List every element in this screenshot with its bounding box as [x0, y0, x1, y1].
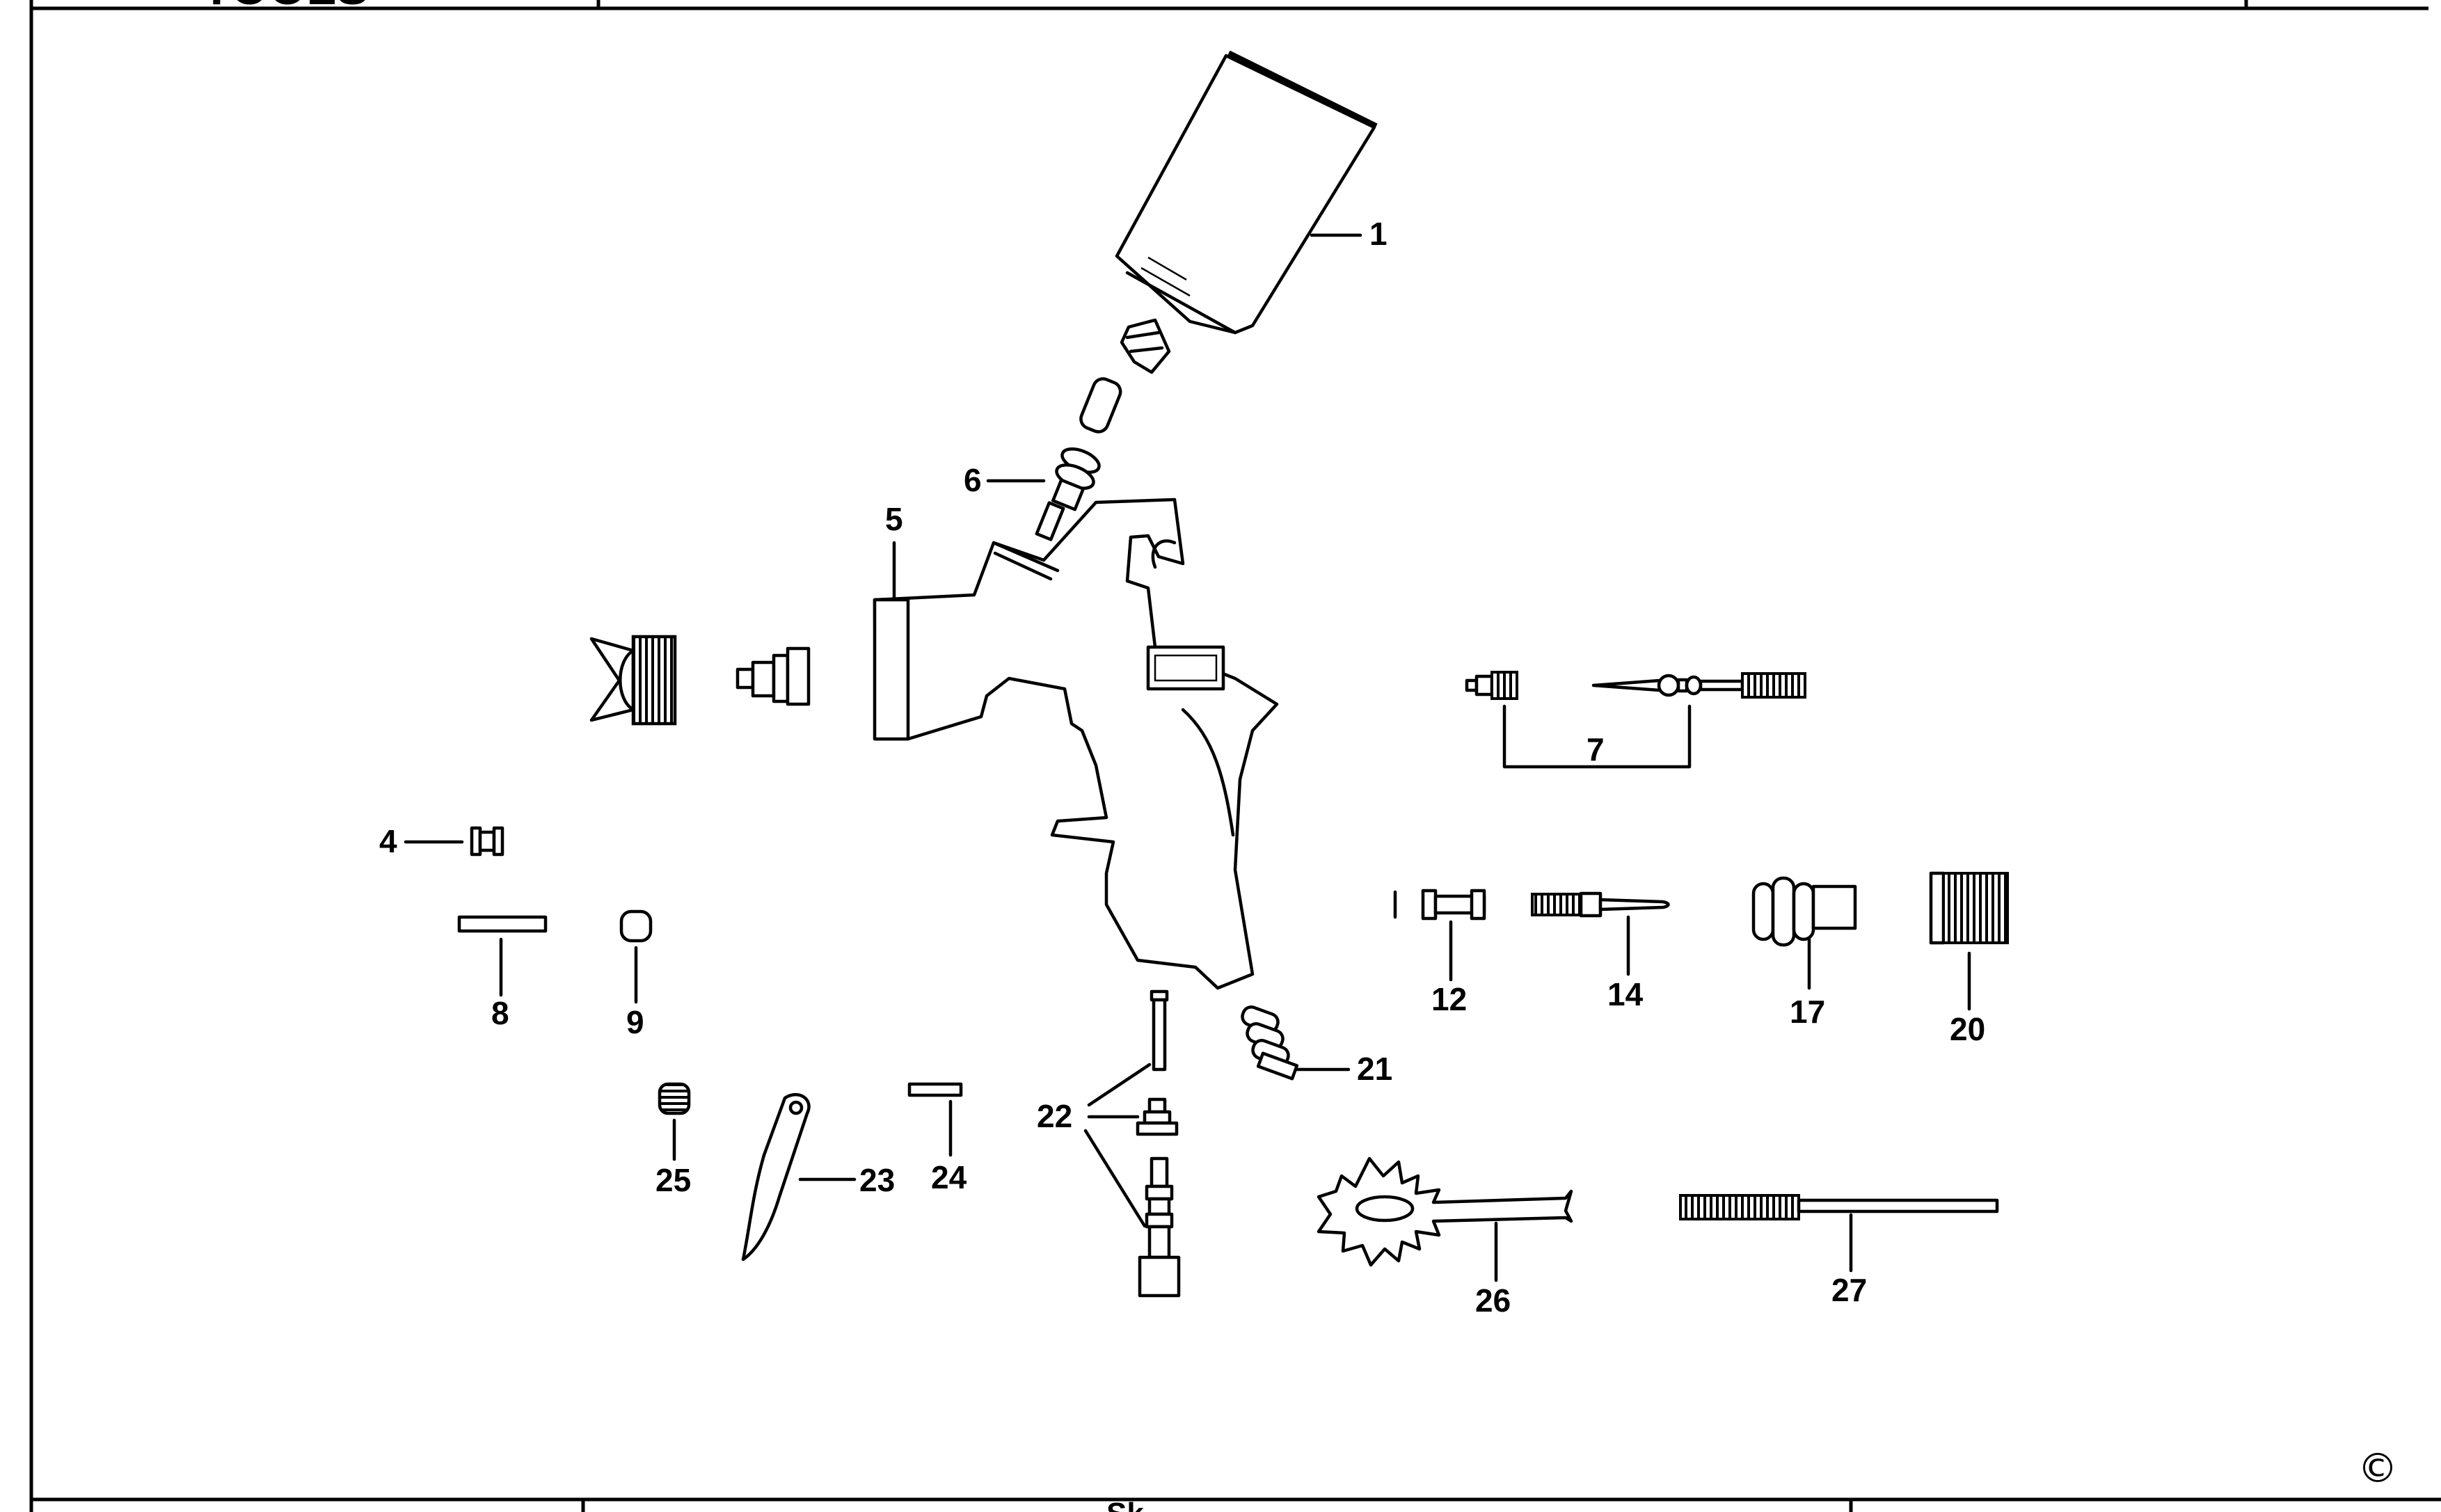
part-26-spanner: [1317, 1156, 1573, 1267]
callout-12: 12: [1431, 981, 1467, 1017]
callout-7: 7: [1587, 731, 1605, 767]
copyright-symbol: ©: [2357, 1445, 2398, 1492]
part-4-spacer: [470, 826, 504, 857]
callout-24: 24: [931, 1159, 967, 1195]
part-7-needle-assembly: [1465, 671, 1806, 700]
part-24-pin: [907, 1082, 963, 1097]
part-22-air-valve-set: [1136, 989, 1181, 1298]
callout-9: 9: [626, 1004, 644, 1040]
callout-4: 4: [379, 823, 397, 859]
callout-8: 8: [491, 995, 509, 1031]
callout-5: 5: [885, 501, 903, 537]
callout-26: 26: [1475, 1282, 1511, 1319]
callout-23: 23: [859, 1162, 895, 1198]
part-1-paint-cup: [1115, 50, 1378, 374]
drawing-frame: [29, 0, 2441, 1512]
callout-27: 27: [1831, 1272, 1867, 1308]
part-25-nut: [658, 1082, 691, 1115]
callout-20: 20: [1950, 1011, 1985, 1047]
part-9-plug: [619, 909, 653, 943]
part-27-cleaning-brush: [1679, 1194, 1999, 1220]
callout-17: 17: [1790, 994, 1825, 1030]
part-5-gun-body: [873, 498, 1279, 990]
bracket-7: [1502, 704, 1692, 769]
part-14-valve-stem: [1531, 891, 1670, 918]
part-6-cup-connector: [1035, 377, 1122, 541]
part-23-trigger: [741, 1092, 811, 1262]
part-17-seal: [1751, 876, 1857, 947]
part-8-pin: [457, 915, 548, 933]
air-cap: [589, 635, 677, 726]
callout-14: 14: [1607, 976, 1644, 1012]
brand-logo-fragment: TOOLS: [202, 0, 369, 15]
callout-22: 22: [1037, 1098, 1072, 1134]
callout-21: 21: [1357, 1051, 1392, 1087]
part-20-adjust-knob: [1929, 871, 2009, 945]
callout-1: 1: [1369, 216, 1388, 252]
callout-6: 6: [964, 462, 982, 498]
callout-25: 25: [655, 1162, 691, 1198]
footer-title-fragment: Sk: [1106, 1497, 1144, 1512]
leader-22c: [1083, 1129, 1147, 1228]
leader-22a: [1087, 1063, 1152, 1107]
part-21-air-inlet-seal: [1241, 1005, 1299, 1081]
fluid-nozzle: [736, 646, 811, 706]
part-12-screw: [1393, 889, 1486, 921]
